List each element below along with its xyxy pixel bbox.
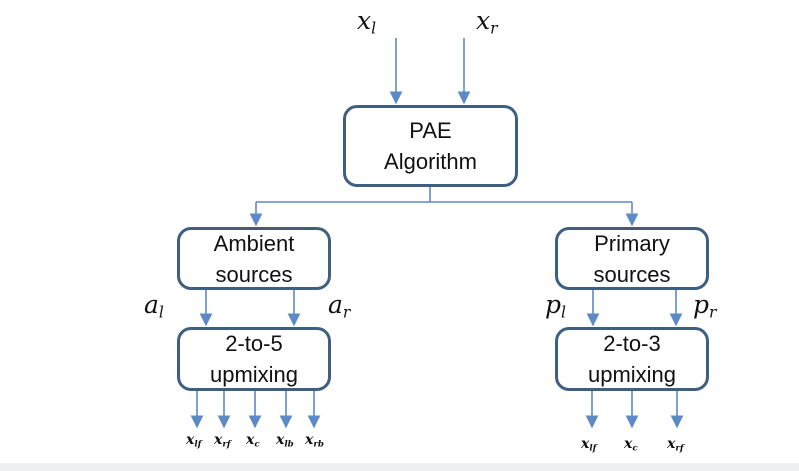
output-label: xrb bbox=[305, 432, 324, 450]
output-label: xlb bbox=[276, 432, 294, 450]
output-label: xlf bbox=[581, 436, 597, 454]
input-label-xr: xr bbox=[476, 6, 498, 38]
upmixing-2-to-5-box: 2-to-5 upmixing bbox=[177, 327, 331, 391]
box-line: sources bbox=[215, 261, 293, 287]
box-line: upmixing bbox=[209, 362, 299, 387]
pae-algorithm-box: PAE Algorithm bbox=[343, 105, 518, 187]
box-line: 2-to-5 bbox=[225, 331, 283, 356]
output-label: xrf bbox=[667, 436, 684, 454]
signal-label-ar: ar bbox=[328, 290, 351, 322]
upmixing-2-to-3-box: 2-to-3 upmixing bbox=[555, 327, 709, 391]
ambient-sources-box: Ambient sources bbox=[177, 227, 331, 290]
primary-sources-box: Primary sources bbox=[555, 227, 709, 290]
box-line: sources bbox=[593, 261, 671, 287]
box-line: Ambient bbox=[213, 230, 295, 256]
bottom-edge-strip bbox=[0, 463, 799, 471]
box-line: Primary bbox=[594, 230, 670, 256]
output-label: xc bbox=[246, 432, 260, 450]
output-label: xlf bbox=[186, 432, 202, 450]
signal-label-al: al bbox=[144, 290, 164, 322]
box-line: Algorithm bbox=[384, 149, 477, 174]
signal-label-pr: pr bbox=[693, 290, 717, 322]
box-line: upmixing bbox=[587, 362, 677, 387]
input-label-xl: xl bbox=[357, 6, 377, 38]
output-label: xrf bbox=[214, 432, 231, 450]
box-line: 2-to-3 bbox=[603, 331, 661, 356]
output-label: xc bbox=[624, 436, 638, 454]
box-line: PAE bbox=[409, 118, 452, 143]
signal-label-pl: pl bbox=[545, 290, 566, 322]
